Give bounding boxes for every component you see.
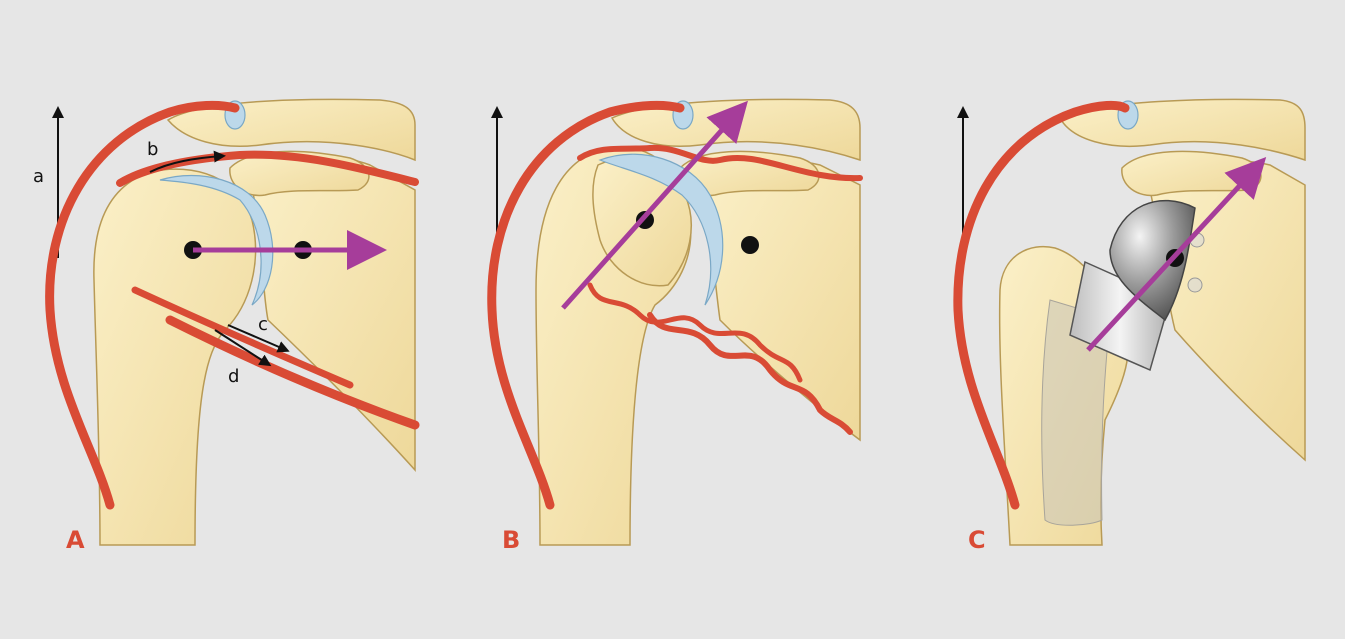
label-d: d [228, 366, 239, 387]
panel-c: C [958, 99, 1305, 554]
label-a: a [33, 166, 44, 187]
screw-lower [1188, 278, 1202, 292]
scapula [700, 161, 860, 440]
humerus [94, 169, 256, 545]
scapula [250, 158, 415, 470]
label-c: c [258, 314, 268, 335]
panel-a: a b c d A [33, 99, 415, 554]
panel-b: B [492, 99, 860, 554]
label-b: b [147, 139, 158, 160]
panel-label-b: B [502, 526, 520, 554]
panel-label-a: A [66, 526, 85, 554]
panel-label-c: C [968, 526, 986, 554]
glenoid-center [741, 236, 759, 254]
